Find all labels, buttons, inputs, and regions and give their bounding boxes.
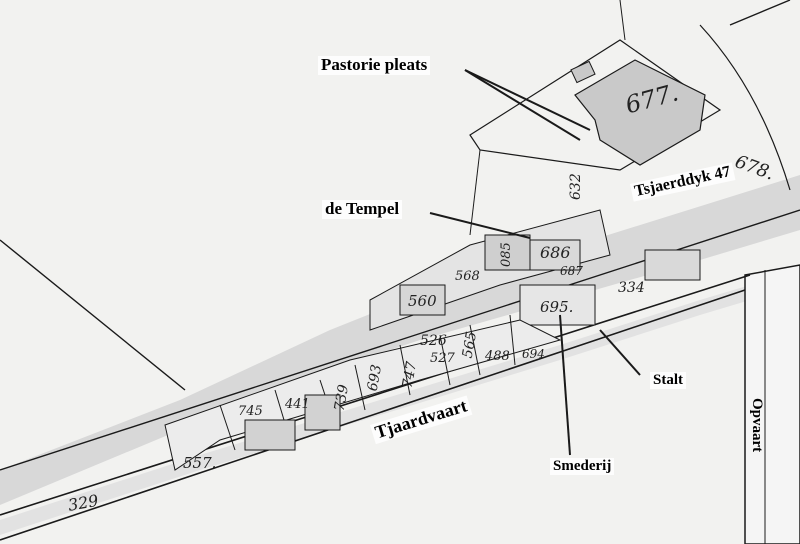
parcel-695: 695. <box>540 298 573 316</box>
building-739 <box>304 394 341 431</box>
leader-lines <box>429 69 641 456</box>
waterway-opvaart <box>744 264 800 544</box>
canal-edge-south <box>0 289 746 541</box>
parcel-739: 739 <box>332 383 352 412</box>
curved-boundary <box>699 24 791 191</box>
parcel-block-south <box>164 319 562 471</box>
parcel-488: 488 <box>484 349 510 364</box>
building-686 <box>529 239 581 271</box>
building-pastorie <box>574 59 706 166</box>
building-smederij <box>519 284 596 326</box>
parcel-687: 687 <box>560 264 583 278</box>
parcel-527: 527 <box>430 351 456 366</box>
label-de-tempel: de Tempel <box>322 199 403 219</box>
parcel-334: 334 <box>618 280 645 296</box>
parcel-632: 632 <box>568 173 584 200</box>
parcel-747: 747 <box>400 360 420 389</box>
parcel-557: 557. <box>183 454 216 472</box>
building-334 <box>644 249 701 281</box>
pastorie-west-edge <box>469 149 481 236</box>
parcel-694: 694 <box>522 347 545 361</box>
label-opvaart: Opvaart <box>749 398 765 453</box>
building-tempel <box>484 234 531 271</box>
parcel-441: 441 <box>284 397 310 412</box>
waterway-tjaardvaart <box>0 270 800 535</box>
parcel-693: 693 <box>365 363 385 392</box>
boundary-line-n <box>619 0 626 41</box>
boundary-line-west <box>0 239 186 391</box>
label-smederij: Smederij <box>550 458 615 475</box>
parcel-560: 560 <box>408 292 437 310</box>
label-stalt: Stalt <box>650 372 686 389</box>
parcel-686: 686 <box>540 243 571 262</box>
building-560 <box>399 284 446 316</box>
parcel-565: 565 <box>460 330 480 359</box>
parcel-568: 568 <box>455 269 480 284</box>
boundary-line-ne <box>729 0 791 26</box>
building-745 <box>244 419 296 451</box>
building-pastorie-annex <box>570 60 596 84</box>
parcel-745: 745 <box>238 404 263 419</box>
parcel-085: 085 <box>499 242 514 267</box>
parcel-526: 526 <box>420 333 447 349</box>
canal-edge-north <box>0 274 751 516</box>
label-pastorie-pleats: Pastorie pleats <box>318 55 431 75</box>
